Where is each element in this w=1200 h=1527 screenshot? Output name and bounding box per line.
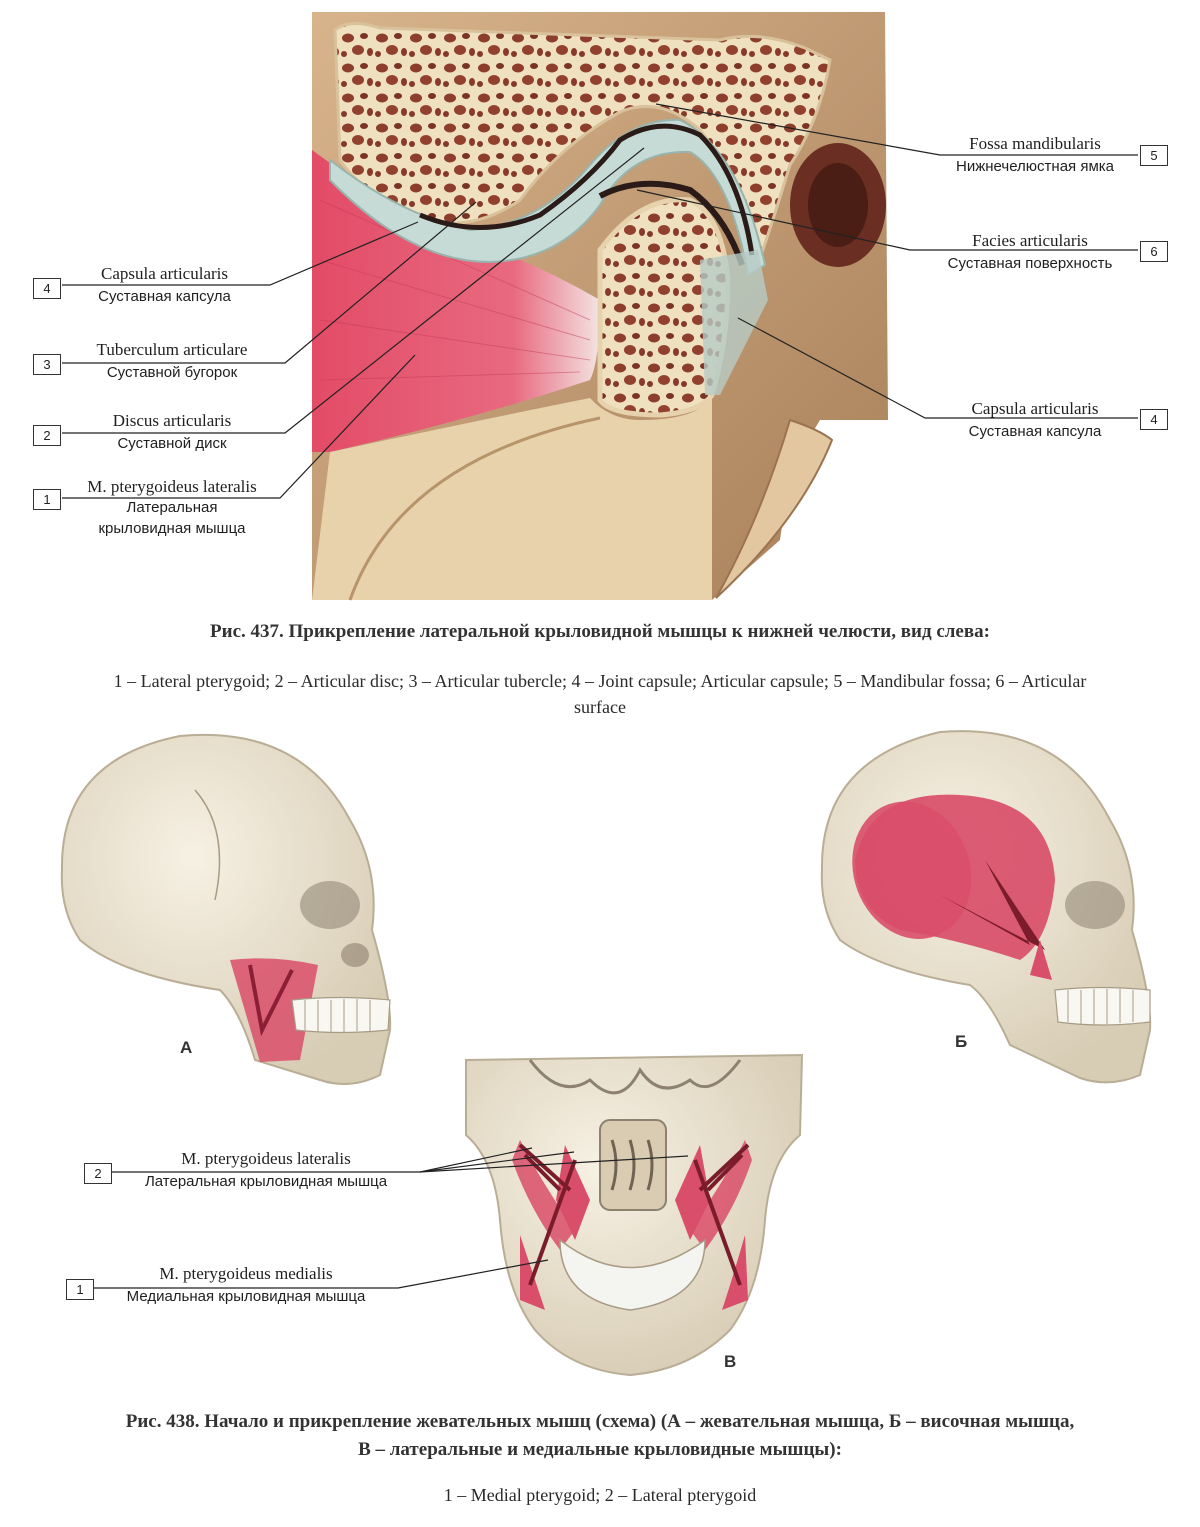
figure-437-legend-line2: surface xyxy=(574,697,626,717)
label-fossa-latin: Fossa mandibularis xyxy=(969,134,1101,153)
label-tuberculum: Tuberculum articulare Суставной бугорок xyxy=(62,338,282,384)
label-tuberculum-russian: Суставной бугорок xyxy=(106,364,238,381)
number-box-5: 5 xyxy=(1140,145,1168,166)
label-facies-articularis: Facies articularis Суставная поверхность xyxy=(925,229,1135,275)
label-pterygoideus-russian-1: Латеральная xyxy=(126,499,218,516)
tmj-section-illustration xyxy=(312,12,888,601)
number-box-4-left: 4 xyxy=(33,278,61,299)
label-facies-latin: Facies articularis xyxy=(972,231,1088,250)
label-lateralis-fig438: M. pterygoideus lateralis Латеральная кр… xyxy=(112,1147,420,1193)
number-box-3: 3 xyxy=(33,354,61,375)
number-box-4-right: 4 xyxy=(1140,409,1168,430)
figure-437-caption: Рис. 437. Прикрепление латеральной крыло… xyxy=(210,621,990,642)
label-medialis-latin: M. pterygoideus medialis xyxy=(159,1264,333,1283)
figure-438-caption-line1: Рис. 438. Начало и прикрепление жеватель… xyxy=(125,1411,1075,1432)
label-capsula-left-latin: Capsula articularis xyxy=(101,264,228,283)
skull-letter-a: А xyxy=(180,1038,193,1057)
label-pterygoideus-lateralis: M. pterygoideus lateralis Латеральная кр… xyxy=(62,476,282,539)
skull-letter-v: В xyxy=(724,1352,737,1371)
figure-438-legend: 1 – Medial pterygoid; 2 – Lateral pteryg… xyxy=(443,1485,757,1505)
figure-437-legend-line1: 1 – Lateral pterygoid; 2 – Articular dis… xyxy=(113,671,1087,691)
figure-438-caption-line2: В – латеральные и медиальные крыловидные… xyxy=(358,1439,842,1460)
label-capsula-right-russian: Суставная капсула xyxy=(968,423,1102,440)
label-pterygoideus-latin: M. pterygoideus lateralis xyxy=(87,477,257,496)
number-box-1-fig438: 1 xyxy=(66,1279,94,1300)
label-pterygoideus-russian-2: крыловидная мышца xyxy=(98,520,246,537)
label-lateralis-russian: Латеральная крыловидная мышца xyxy=(144,1173,388,1190)
label-medialis-fig438: M. pterygoideus medialis Медиальная крыл… xyxy=(94,1262,398,1308)
label-capsula-left: Capsula articularis Суставная капсула xyxy=(62,262,267,308)
label-discus-russian: Суставной диск xyxy=(117,435,227,452)
number-box-1: 1 xyxy=(33,489,61,510)
skull-letter-b: Б xyxy=(955,1032,968,1051)
label-capsula-left-russian: Суставная капсула xyxy=(98,288,231,305)
skull-a-illustration xyxy=(60,733,392,1085)
label-discus: Discus articularis Суставной диск xyxy=(62,409,282,455)
label-discus-latin: Discus articularis xyxy=(112,411,232,430)
number-box-2: 2 xyxy=(33,425,61,446)
skull-b-illustration xyxy=(820,730,1152,1084)
fig438-leader-lines xyxy=(92,1147,689,1289)
label-capsula-right-latin: Capsula articularis xyxy=(971,399,1099,418)
skull-v-illustration xyxy=(465,1053,804,1377)
label-medialis-russian: Медиальная крыловидная мышца xyxy=(126,1288,366,1305)
label-tuberculum-latin: Tuberculum articulare xyxy=(96,340,248,359)
label-fossa-russian: Нижнечелюстная ямка xyxy=(956,158,1114,175)
label-capsula-right: Capsula articularis Суставная капсула xyxy=(935,397,1135,443)
label-fossa-mandibularis: Fossa mandibularis Нижнечелюстная ямка xyxy=(935,132,1135,178)
label-facies-russian: Суставная поверхность xyxy=(947,255,1113,272)
figure-438-caption: Рис. 438. Начало и прикрепление жеватель… xyxy=(0,1408,1200,1464)
figure-437-legend: 1 – Lateral pterygoid; 2 – Articular dis… xyxy=(20,668,1180,720)
number-box-2-fig438: 2 xyxy=(84,1163,112,1184)
number-box-6: 6 xyxy=(1140,241,1168,262)
fig437-leader-lines xyxy=(62,103,1138,499)
label-lateralis-latin: M. pterygoideus lateralis xyxy=(181,1149,351,1168)
